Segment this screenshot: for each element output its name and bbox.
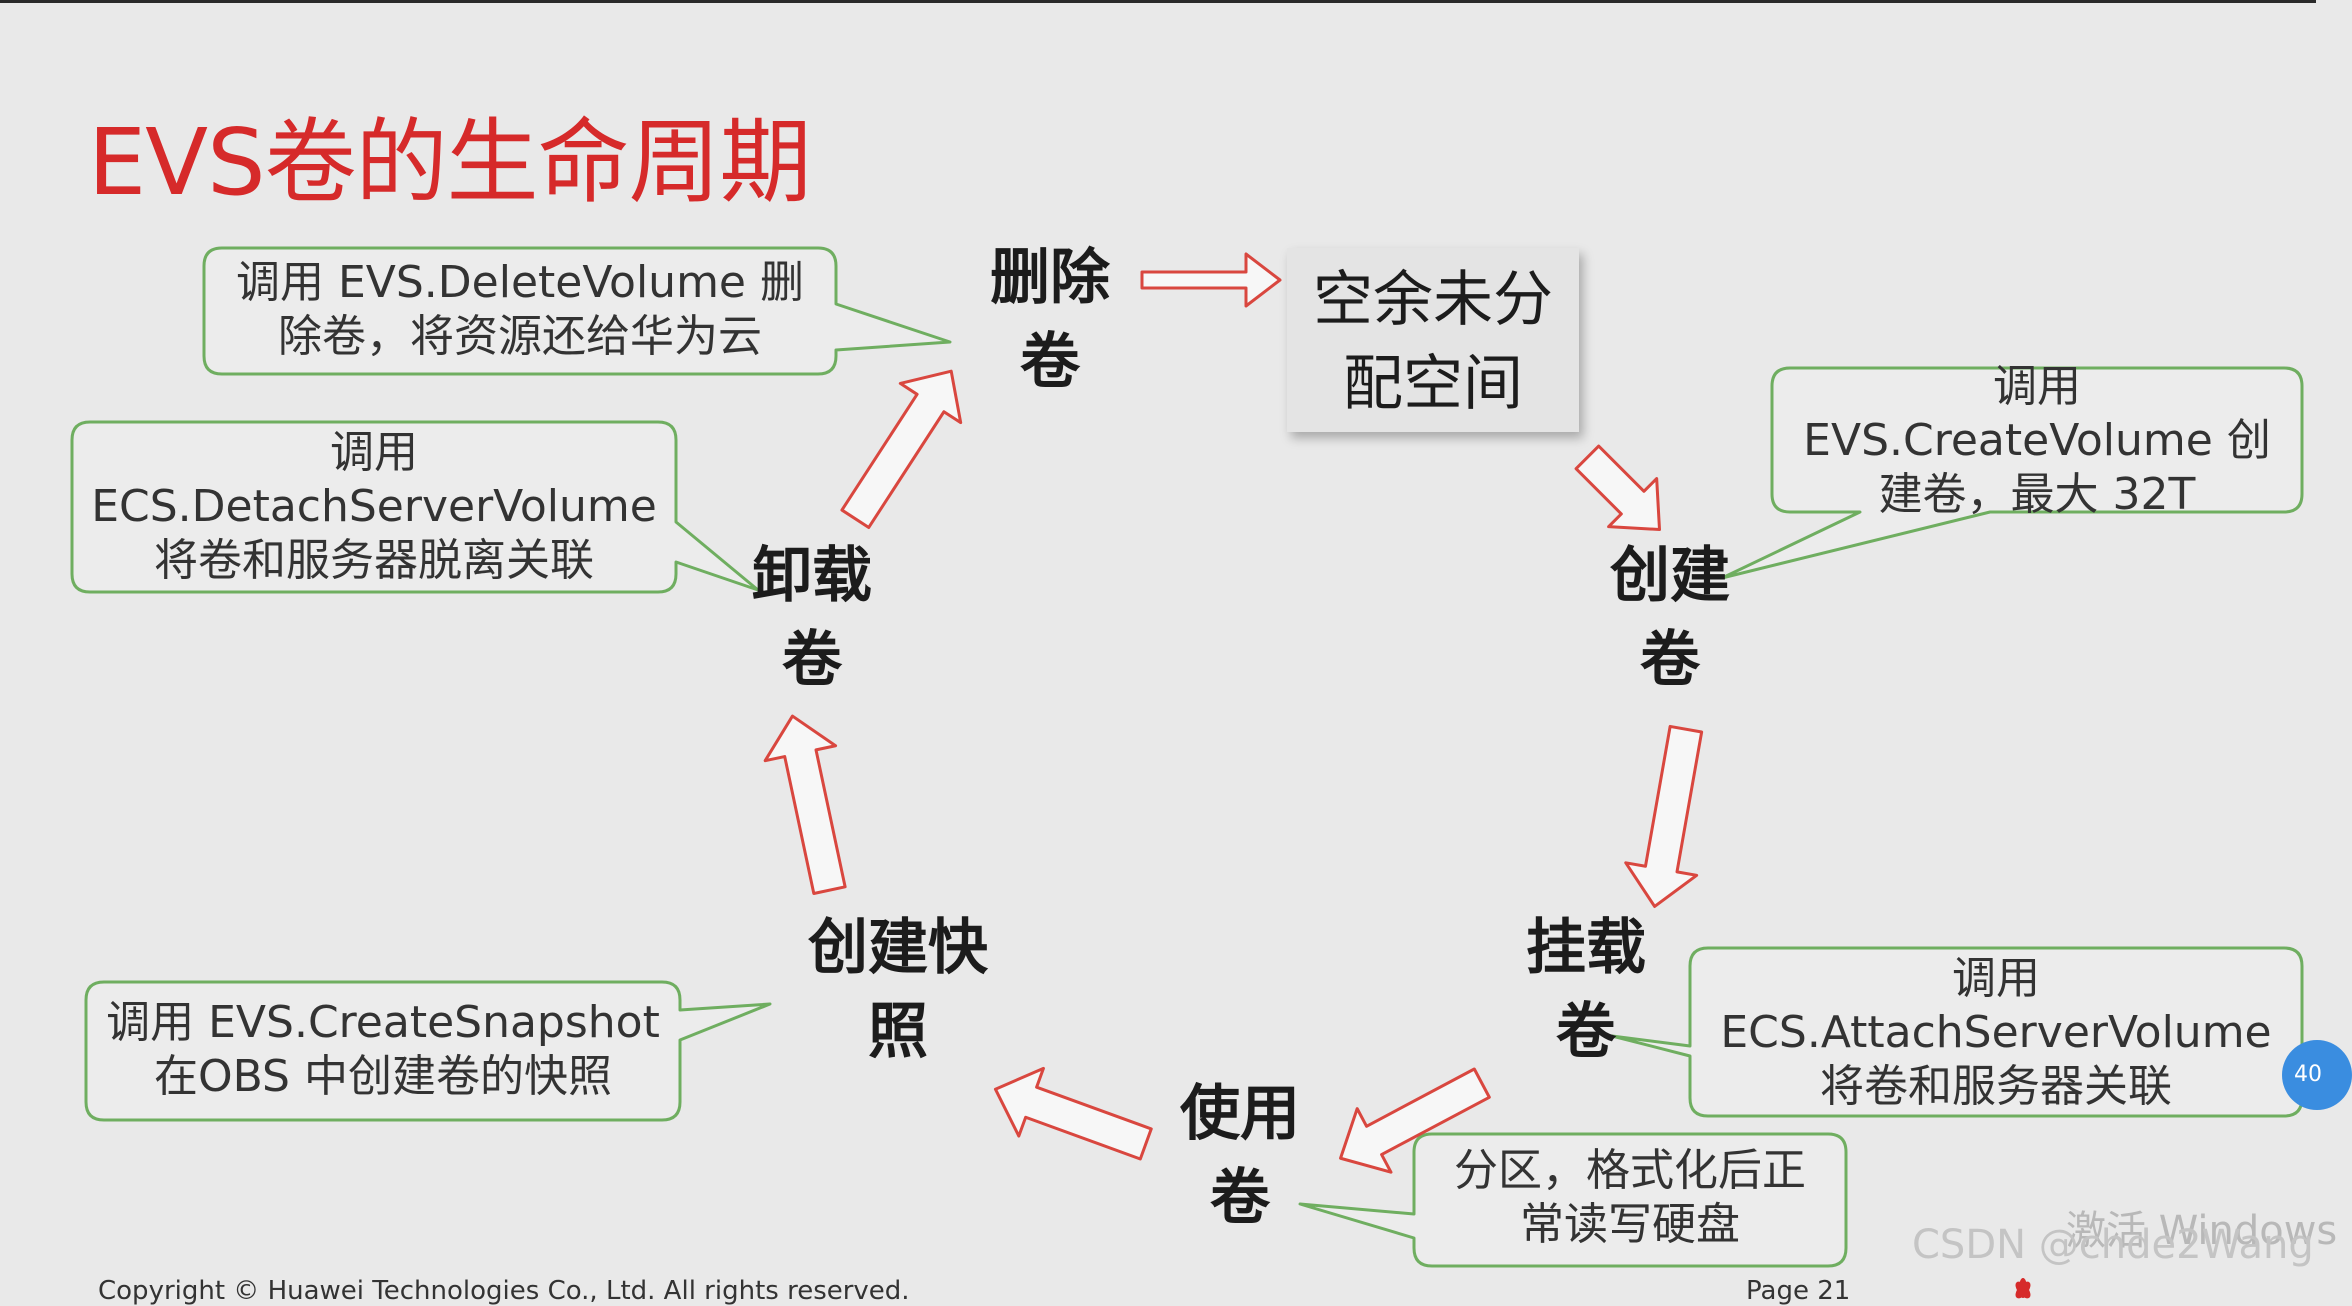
- lifecycle-diagram: [70, 246, 2304, 1268]
- note-bubble-create: [1720, 366, 2304, 580]
- stage-create-volume: 创建 卷: [1610, 541, 1730, 695]
- arrow-detach-to-delete: [840, 369, 963, 529]
- note-bubble-detach: [70, 420, 760, 594]
- stage-unallocated-space: 空余未分 配空间: [1287, 248, 1579, 432]
- note-bubble-use: [1298, 1132, 1848, 1268]
- page-number: Page 21: [1746, 1276, 1851, 1306]
- top-border: [0, 0, 2316, 3]
- activate-windows-watermark: 激活 Windows: [2066, 1208, 2338, 1254]
- note-detach: 调用 ECS.DetachServerVolume 将卷和服务器脱离关联: [91, 427, 657, 586]
- note-delete: 调用 EVS.DeleteVolume 删 除卷，将资源还给华为云: [235, 257, 804, 362]
- note-bubble-attach: [1610, 946, 2304, 1118]
- arrow-snapshot-to-detach: [763, 714, 847, 895]
- stage-use-volume: 使用 卷: [1180, 1079, 1300, 1233]
- note-create: 调用 EVS.CreateVolume 创 建卷，最大 32T: [1803, 361, 2271, 520]
- note-attach: 调用 ECS.AttachServerVolume 将卷和服务器关联: [1720, 953, 2272, 1112]
- csdn-watermark: CSDN @chde2Wang: [1912, 1222, 2314, 1268]
- note-bubble-delete: [202, 246, 952, 376]
- stage-attach-volume: 挂载 卷: [1526, 913, 1646, 1067]
- huawei-logo-icon: [2015, 1278, 2031, 1299]
- copyright-footer: Copyright © Huawei Technologies Co., Ltd…: [98, 1276, 910, 1306]
- page-title: EVS卷的生命周期: [88, 109, 811, 216]
- stage-create-snapshot: 创建快 照: [808, 913, 988, 1067]
- arrow-create-to-attach: [1624, 724, 1704, 908]
- arrow-delete-to-unallocated: [1140, 252, 1282, 308]
- floating-badge[interactable]: 40: [2282, 1040, 2352, 1110]
- note-snapshot: 调用 EVS.CreateSnapshot 在OBS 中创建卷的快照: [106, 997, 660, 1102]
- note-use: 分区，格式化后正 常读写硬盘: [1454, 1145, 1806, 1250]
- arrow-unallocated-to-create: [1574, 444, 1661, 531]
- arrow-use-to-snapshot: [993, 1066, 1153, 1161]
- stage-detach-volume: 卸载 卷: [752, 541, 872, 695]
- stage-delete-volume: 删除 卷: [990, 243, 1110, 397]
- note-bubble-snapshot: [84, 980, 772, 1122]
- arrow-attach-to-use: [1339, 1067, 1491, 1174]
